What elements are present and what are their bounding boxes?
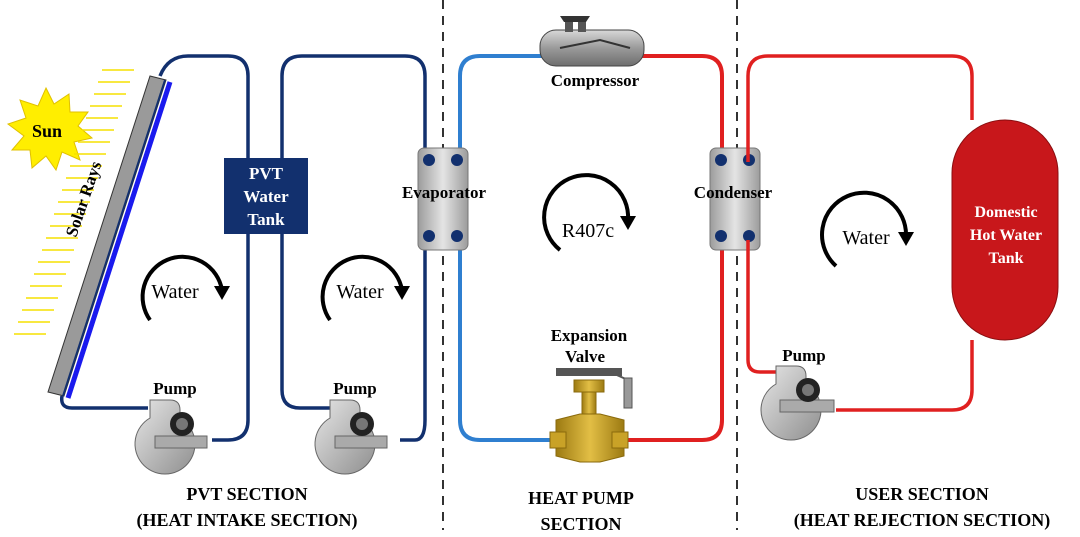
sun-label: Sun: [32, 121, 62, 141]
user-section-subtitle: (HEAT REJECTION SECTION): [794, 510, 1050, 531]
refrigerant-hot-line: [620, 54, 724, 442]
pvt-section-subtitle: (HEAT INTAKE SECTION): [136, 510, 357, 531]
pvt-tank-label-line1: PVT: [249, 164, 284, 183]
solar-rays-label: Solar Rays: [62, 158, 106, 239]
domestic-hot-water-tank: Domestic Hot Water Tank: [951, 119, 1059, 341]
pvt-water-tank: PVT Water Tank: [224, 158, 308, 234]
hot-water-tank-label-line2: Hot Water: [970, 227, 1042, 244]
circulation-arrow-2: Water: [320, 254, 410, 322]
pvt-panel: [47, 75, 173, 399]
pvt-tank-label-line2: Water: [243, 187, 289, 206]
refrigerant-circulation-arrow: R407c: [542, 173, 636, 252]
pump-3: Pump: [760, 346, 835, 441]
expansion-valve-label-line1: Expansion: [551, 326, 628, 345]
sun-icon: [6, 86, 94, 172]
compressor: Compressor: [539, 16, 645, 90]
expansion-valve-label-line2: Valve: [565, 347, 605, 366]
pump-1-label: Pump: [153, 379, 196, 398]
condenser: Condenser: [694, 147, 773, 251]
solar-rays: [14, 69, 134, 335]
water-label-3: Water: [842, 227, 890, 249]
evaporator-label: Evaporator: [402, 183, 487, 202]
evaporator: Evaporator: [402, 147, 487, 251]
compressor-label: Compressor: [551, 71, 640, 90]
circulation-arrow-3: Water: [820, 190, 914, 268]
pump-3-label: Pump: [782, 346, 825, 365]
heat-pump-section-subtitle: SECTION: [540, 514, 621, 534]
water-label-1: Water: [151, 281, 199, 303]
sun: Sun: [6, 86, 94, 172]
hot-water-tank-label-line1: Domestic: [974, 204, 1037, 221]
heat-pump-section-title: HEAT PUMP: [528, 488, 634, 508]
pvt-collector-loop: [59, 54, 250, 442]
user-section-title: USER SECTION: [855, 484, 989, 504]
condenser-label: Condenser: [694, 183, 773, 202]
hot-water-tank-label-line3: Tank: [989, 250, 1024, 267]
water-label-2: Water: [336, 281, 384, 303]
pvt-section-title: PVT SECTION: [186, 484, 307, 504]
refrigerant-cold-line: [458, 54, 560, 442]
pump-1: Pump: [134, 379, 208, 475]
refrigerant-label: R407c: [562, 220, 614, 242]
circulation-arrow-1: Water: [140, 254, 230, 322]
user-loop: [746, 54, 974, 412]
expansion-valve: Expansion Valve: [549, 326, 633, 463]
pvt-evaporator-loop: [280, 54, 427, 442]
pvt-tank-label-line3: Tank: [247, 210, 285, 229]
pump-2-label: Pump: [333, 379, 376, 398]
pump-2: Pump: [314, 379, 388, 475]
